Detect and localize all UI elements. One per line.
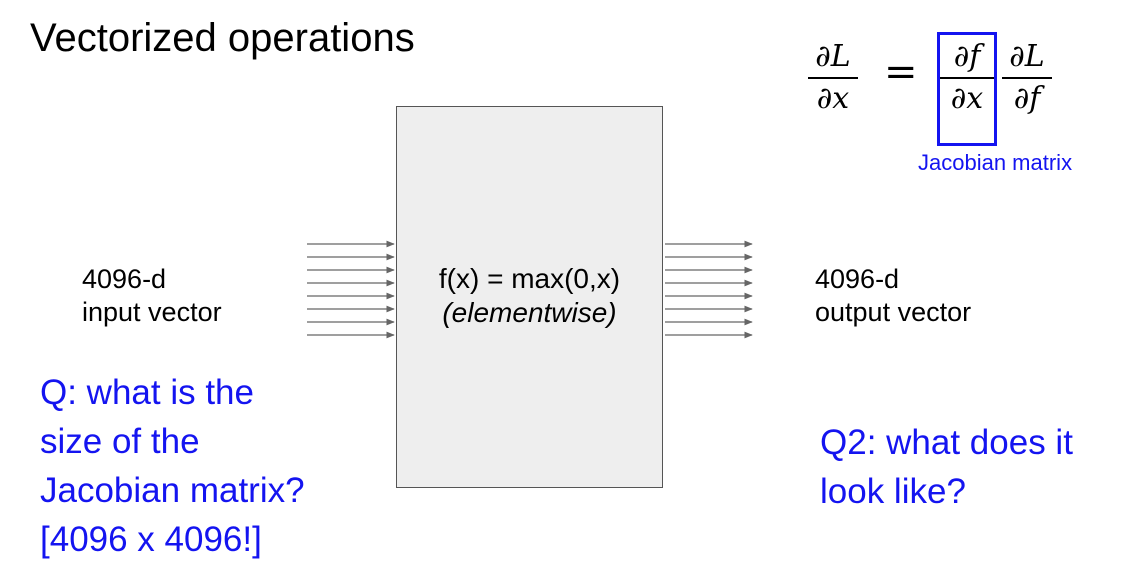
fraction-numerator: ∂L [1009,39,1045,74]
slide-title: Vectorized operations [30,16,415,60]
input-description: input vector [82,297,222,327]
fraction-bar [940,77,994,79]
fraction-bar [808,77,858,79]
fraction-denominator: ∂x [950,81,984,116]
input-arrows [307,240,395,339]
fraction-bar [1002,77,1052,79]
output-description: output vector [815,297,972,327]
jacobian-highlight-box [937,32,997,146]
fraction-numerator: ∂f [953,39,981,74]
function-box [396,106,663,488]
question-1-line: Q: what is the [40,373,254,412]
question-2-line: look like? [820,472,966,511]
output-arrows [665,240,753,339]
fraction-dl-df: ∂L ∂f [1002,40,1052,116]
fraction-df-dx: ∂f ∂x [940,40,994,116]
fraction-numerator: ∂L [815,39,851,74]
output-dimension: 4096-d [815,264,900,294]
chain-rule-equation: ∂L ∂x = ∂f ∂x ∂L ∂f [800,28,1070,148]
output-vector-label: 4096-d output vector [815,263,971,329]
question-1-line: Jacobian matrix? [40,471,305,510]
fraction-denominator: ∂x [816,81,850,116]
question-1-line: size of the [40,422,200,461]
equals-sign: = [884,49,918,95]
function-formula: f(x) = max(0,x) [438,263,621,294]
input-dimension: 4096-d [82,264,167,294]
question-2-line: Q2: what does it [820,423,1073,462]
question-2: Q2: what does it look like? [820,418,1073,516]
fraction-dl-dx: ∂L ∂x [808,40,858,116]
question-1-answer: [4096 x 4096!] [40,520,262,559]
input-vector-label: 4096-d input vector [82,263,222,329]
function-text: f(x) = max(0,x) (elementwise) [396,262,663,330]
function-note: (elementwise) [442,297,617,328]
fraction-denominator: ∂f [1013,81,1041,116]
jacobian-matrix-label: Jacobian matrix [918,150,1073,175]
question-1: Q: what is the size of the Jacobian matr… [40,368,305,564]
